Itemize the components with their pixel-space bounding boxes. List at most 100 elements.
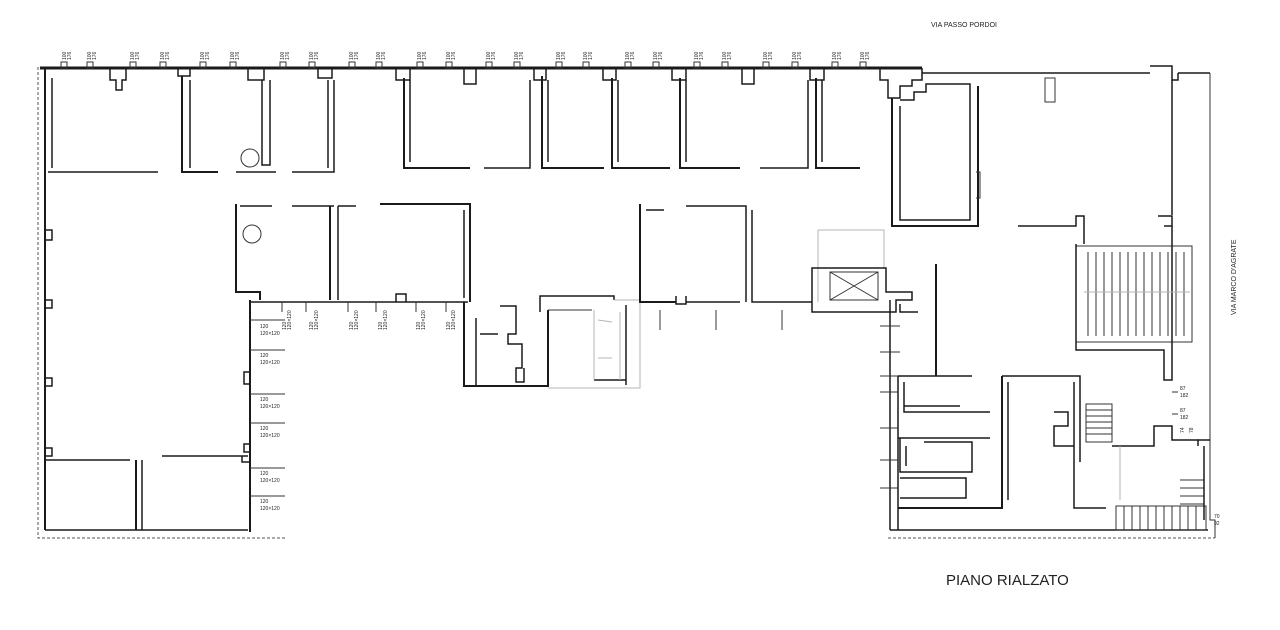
- svg-text:92: 92: [1214, 521, 1220, 527]
- svg-text:176: 176: [67, 51, 73, 60]
- svg-text:176: 176: [354, 51, 360, 60]
- outer-perimeter: [37, 66, 1216, 539]
- svg-text:100: 100: [792, 51, 798, 60]
- svg-text:100: 100: [722, 51, 728, 60]
- svg-text:100: 100: [62, 51, 68, 60]
- svg-text:176: 176: [837, 51, 843, 60]
- svg-text:176: 176: [588, 51, 594, 60]
- svg-text:120×120: 120×120: [287, 310, 293, 330]
- svg-text:120: 120: [260, 426, 269, 432]
- svg-text:100: 100: [514, 51, 520, 60]
- svg-text:176: 176: [381, 51, 387, 60]
- svg-text:120×120: 120×120: [260, 360, 280, 366]
- svg-text:182: 182: [1180, 415, 1189, 421]
- svg-text:176: 176: [451, 51, 457, 60]
- svg-text:176: 176: [797, 51, 803, 60]
- svg-text:100: 100: [556, 51, 562, 60]
- svg-text:176: 176: [314, 51, 320, 60]
- street-label-right: VIA MARCO D'AGRATE: [1231, 239, 1238, 315]
- north-rooms: [48, 68, 923, 173]
- svg-text:120: 120: [260, 397, 269, 403]
- svg-text:176: 176: [768, 51, 774, 60]
- svg-text:100: 100: [625, 51, 631, 60]
- svg-text:120: 120: [260, 324, 269, 330]
- svg-text:120: 120: [349, 321, 355, 330]
- svg-text:176: 176: [630, 51, 636, 60]
- svg-text:120: 120: [260, 471, 269, 477]
- svg-text:120×120: 120×120: [260, 433, 280, 439]
- svg-text:176: 176: [727, 51, 733, 60]
- svg-text:100: 100: [230, 51, 236, 60]
- svg-text:176: 176: [235, 51, 241, 60]
- svg-text:176: 176: [205, 51, 211, 60]
- svg-text:120: 120: [260, 353, 269, 359]
- svg-text:100: 100: [349, 51, 355, 60]
- svg-text:100: 100: [87, 51, 93, 60]
- svg-text:176: 176: [519, 51, 525, 60]
- main-stair: [1075, 226, 1193, 381]
- svg-text:182: 182: [1180, 393, 1189, 399]
- svg-text:78: 78: [1189, 427, 1195, 433]
- svg-text:100: 100: [446, 51, 452, 60]
- svg-text:100: 100: [130, 51, 136, 60]
- svg-text:100: 100: [763, 51, 769, 60]
- svg-text:176: 176: [561, 51, 567, 60]
- svg-text:87: 87: [1180, 408, 1186, 414]
- svg-text:100: 100: [376, 51, 382, 60]
- lift-core: [811, 229, 913, 313]
- svg-text:100: 100: [417, 51, 423, 60]
- plan-title: PIANO RIALZATO: [946, 572, 1069, 589]
- svg-text:176: 176: [285, 51, 291, 60]
- svg-text:120: 120: [282, 321, 288, 330]
- svg-text:176: 176: [165, 51, 171, 60]
- svg-text:120: 120: [416, 321, 422, 330]
- svg-text:100: 100: [280, 51, 286, 60]
- svg-text:120×120: 120×120: [354, 310, 360, 330]
- svg-text:74: 74: [1180, 427, 1186, 433]
- svg-text:100: 100: [653, 51, 659, 60]
- west-wing: [45, 229, 250, 530]
- svg-text:176: 176: [491, 51, 497, 60]
- svg-text:100: 100: [860, 51, 866, 60]
- svg-text:70: 70: [1214, 514, 1220, 520]
- secondary-stair: [1085, 403, 1113, 443]
- svg-text:176: 176: [92, 51, 98, 60]
- svg-text:120×120: 120×120: [260, 331, 280, 337]
- svg-text:120×120: 120×120: [260, 506, 280, 512]
- svg-text:120×120: 120×120: [421, 310, 427, 330]
- svg-text:100: 100: [832, 51, 838, 60]
- svg-text:100: 100: [309, 51, 315, 60]
- svg-text:100: 100: [160, 51, 166, 60]
- svg-text:100: 100: [694, 51, 700, 60]
- svg-text:176: 176: [135, 51, 141, 60]
